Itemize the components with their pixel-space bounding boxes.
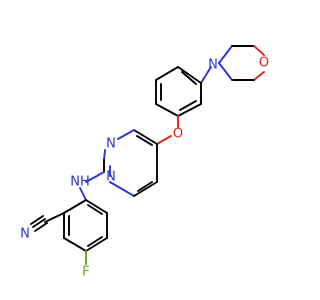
morpholine-nitrogen-label: N xyxy=(208,58,218,73)
bond xyxy=(85,199,108,214)
molecule-structure: N O O N N NH N F xyxy=(20,45,269,280)
bond xyxy=(87,204,103,215)
ether-oxygen-label: O xyxy=(173,127,183,142)
benzonitrile-ring xyxy=(44,187,108,265)
bond xyxy=(63,237,87,252)
bond xyxy=(32,218,46,228)
pyrimidine-nitrogen-upper-label: N xyxy=(106,137,116,152)
bond xyxy=(133,181,158,197)
nitrile-group xyxy=(30,215,48,232)
bond xyxy=(155,103,179,117)
bond xyxy=(79,187,87,201)
bond xyxy=(218,62,233,81)
bond xyxy=(117,129,135,140)
bond xyxy=(181,71,197,85)
bond xyxy=(87,236,103,247)
bond xyxy=(253,71,265,81)
bond xyxy=(34,222,48,232)
morpholine-oxygen-label: O xyxy=(259,56,269,71)
bond xyxy=(155,66,179,81)
fluorine-label: F xyxy=(82,265,89,280)
bond xyxy=(253,45,265,56)
amine-nh-label: NH xyxy=(70,175,90,190)
bond xyxy=(109,181,135,197)
bond xyxy=(85,171,105,183)
bond xyxy=(177,103,202,117)
morpholine-ring xyxy=(218,45,265,81)
pyrimidine-ring xyxy=(85,129,158,197)
atom-labels: N O O N N NH N F xyxy=(20,56,269,280)
bond xyxy=(218,45,233,64)
ether-link xyxy=(156,135,172,145)
pyrimidine-nitrogen-lower-label: N xyxy=(106,170,116,185)
bond xyxy=(136,135,153,146)
bond xyxy=(179,100,197,111)
bond xyxy=(200,66,212,84)
phenyl-ring xyxy=(155,66,212,128)
bond xyxy=(137,181,153,192)
bond xyxy=(103,149,106,161)
bond xyxy=(63,199,87,214)
bond xyxy=(156,135,172,145)
bond xyxy=(30,215,44,225)
bond xyxy=(133,129,158,145)
bond xyxy=(177,66,202,84)
bond xyxy=(85,237,108,252)
nitrile-nitrogen-label: N xyxy=(20,227,30,242)
bond xyxy=(44,212,65,223)
